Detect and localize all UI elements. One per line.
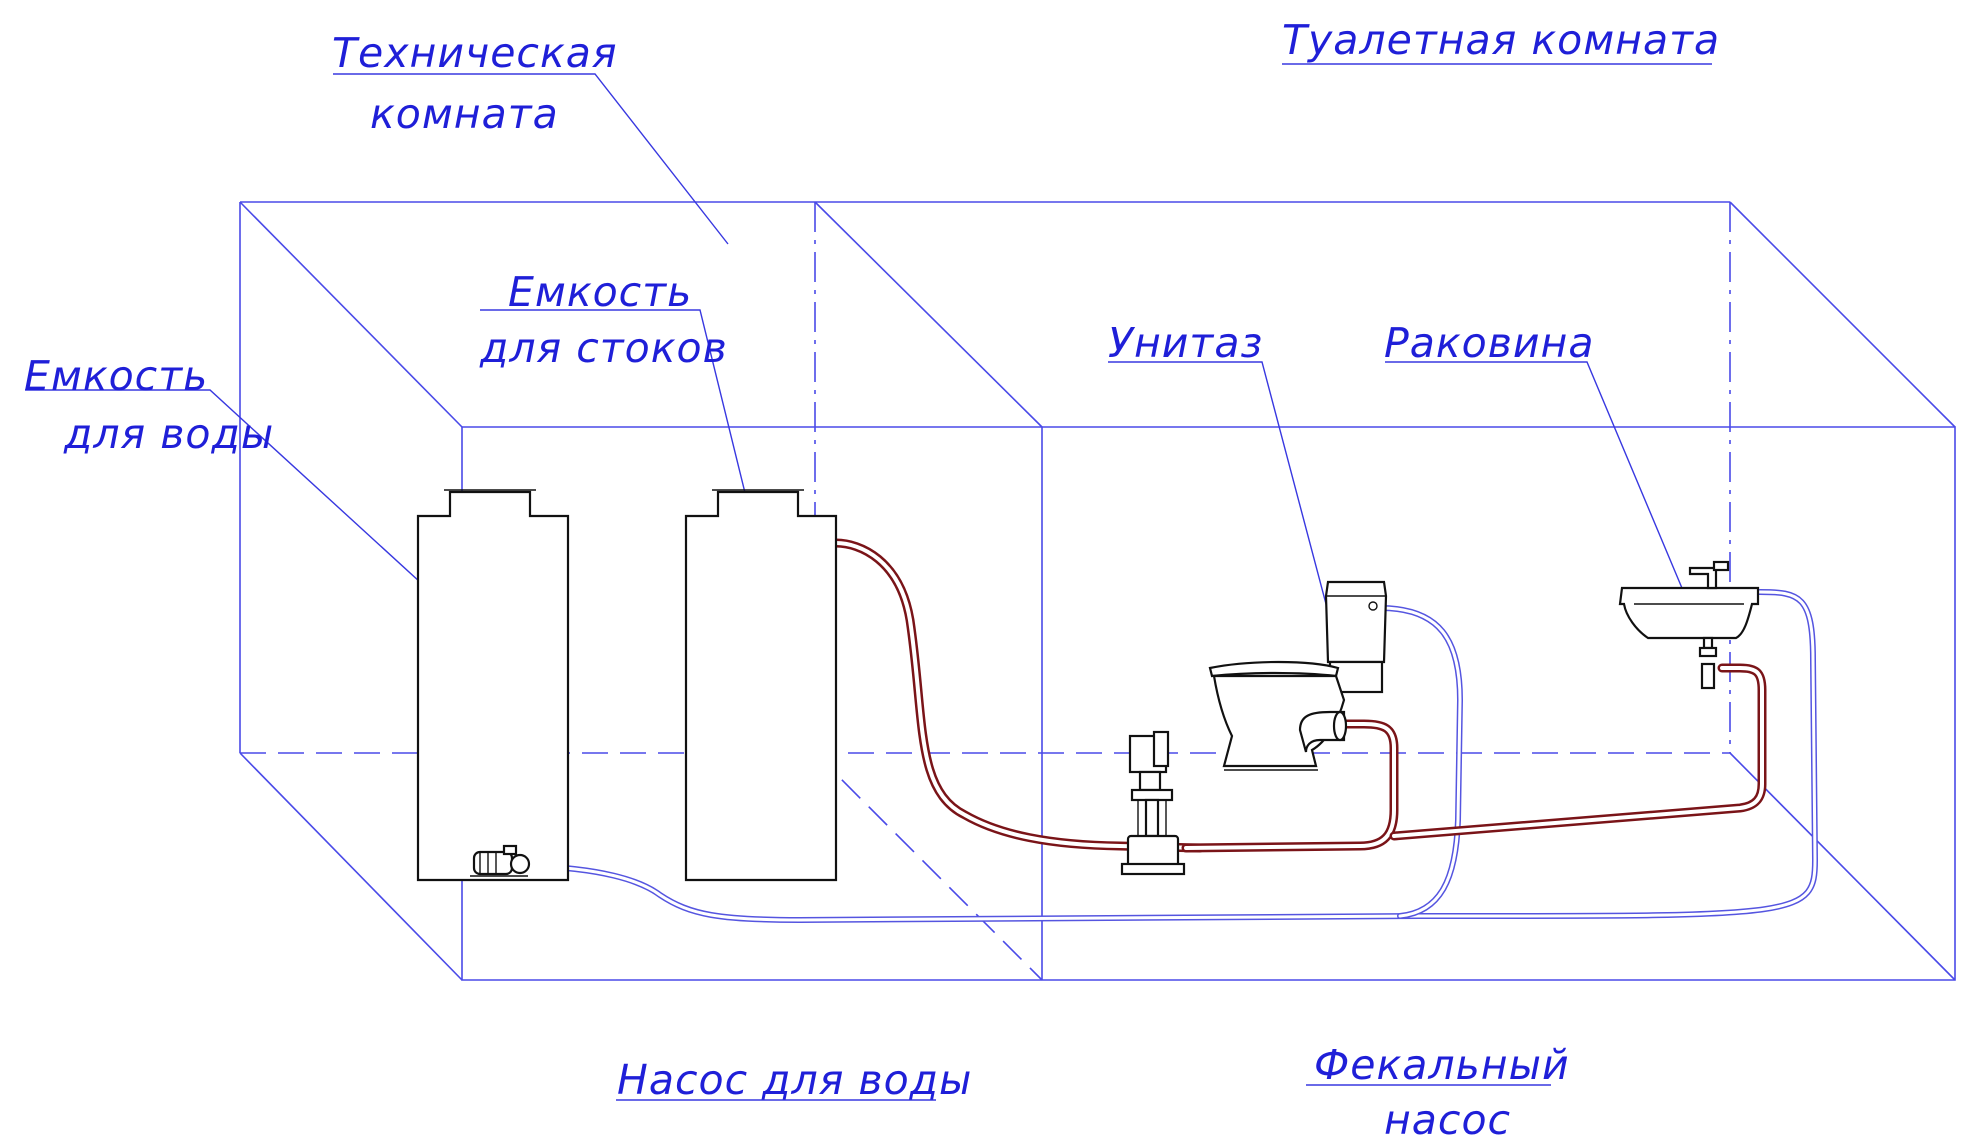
label-toilet: Унитаз (1108, 319, 1264, 367)
leader-tech-room (333, 73, 729, 245)
water-tank (416, 489, 570, 882)
sink-trap (1700, 662, 1716, 690)
label-sewage-tank-line1: Емкость (508, 268, 693, 316)
depth-bottom-partition (814, 752, 1043, 981)
leader-sewage-tank (480, 309, 766, 575)
fecal-pump-terminal (1152, 730, 1170, 768)
label-tech-room-line2: комната (370, 90, 559, 138)
sewage-tank-body (684, 490, 838, 882)
water-pipe-toilet-branch-inner (1378, 606, 1462, 918)
label-sewage-tank-line2: для стоков (480, 324, 728, 372)
sewage-pipe-sink-inner (1392, 666, 1764, 838)
sewage-pipe-tank-inner (834, 541, 1202, 850)
pump-outlet (502, 844, 518, 856)
depth-bottom-left (239, 752, 463, 981)
sink-drain-nut (1698, 646, 1718, 658)
sewage-pipe-toilet-inner (1184, 722, 1396, 850)
sink-drain (1702, 636, 1714, 650)
fecal-pump-coupling (1138, 770, 1162, 792)
sewage-tank (684, 489, 838, 882)
depth-top-left (239, 201, 463, 428)
label-sink: Раковина (1384, 319, 1595, 367)
toilet-seat (1208, 660, 1340, 678)
fecal-pump-shaft (1144, 798, 1160, 838)
label-water-pump: Насос для воды (617, 1056, 973, 1104)
toilet-outlet-flange (1332, 710, 1348, 742)
leader-sink (1385, 361, 1688, 601)
label-tech-room-line1: Техническая (332, 29, 618, 77)
sink-basin (1618, 586, 1760, 640)
sink-icon (1618, 560, 1760, 690)
toilet-outlet (1298, 710, 1346, 753)
label-fecal-pump-line2: насос (1384, 1096, 1512, 1144)
depth-top-partition (814, 201, 1043, 428)
depth-top-right (1729, 201, 1956, 428)
leader-toilet (1108, 361, 1336, 639)
leader-water-tank (25, 389, 445, 605)
water-pipe (527, 589, 1818, 923)
pump-volute (509, 853, 531, 875)
label-water-tank-line2: для воды (64, 410, 275, 458)
label-fecal-pump-line1: Фекальный (1314, 1041, 1570, 1089)
depth-bottom-right (1729, 752, 1956, 981)
leader-lines (25, 63, 1712, 1101)
toilet-bowl (1212, 674, 1346, 768)
sink-faucet-handle (1712, 560, 1730, 572)
fecal-pump-icon (1120, 730, 1186, 876)
toilet-icon (1208, 580, 1388, 771)
water-pipe-main-inner (528, 590, 1817, 922)
water-tank-body (416, 490, 570, 882)
sink-faucet (1688, 566, 1718, 590)
label-toilet-room: Туалетная комната (1282, 16, 1721, 64)
toilet-flush-button (1368, 601, 1378, 611)
fecal-pump-flange (1130, 788, 1174, 802)
water-pump-icon (470, 844, 531, 877)
label-water-tank-line1: Емкость (24, 352, 209, 400)
toilet-cistern (1324, 580, 1388, 664)
sewage-pipe (831, 538, 1767, 853)
fecal-pump-base (1120, 862, 1186, 876)
